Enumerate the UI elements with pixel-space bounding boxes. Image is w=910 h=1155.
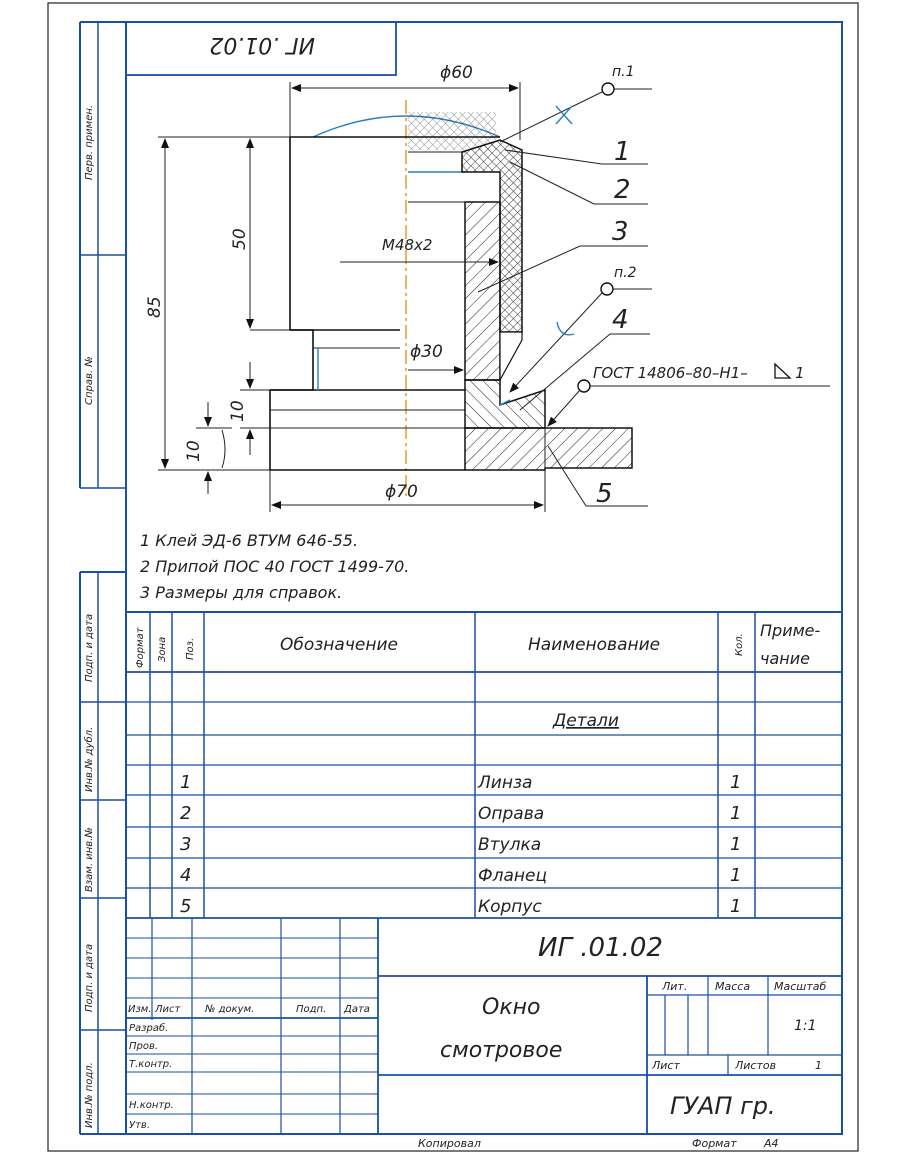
side-label-inv-dubl: Инв.№ дубл. — [83, 727, 95, 792]
spec-row-qty: 1 — [730, 896, 741, 917]
tb-masshtab: Масштаб — [774, 980, 826, 993]
hdr-oboznachenie: Обозначение — [280, 635, 398, 655]
spec-row-poz: 4 — [180, 865, 191, 886]
tb-lit: Лит. — [661, 980, 687, 993]
spec-row-name: Линза — [477, 773, 532, 793]
tb-izm: Изм. — [128, 1004, 152, 1015]
tb-list-col: Лист — [154, 1004, 182, 1015]
callout-1: 1 — [614, 137, 631, 167]
notes: 1 Клей ЭД-6 ВТУМ 646-55. 2 Припой ПОС 40… — [140, 531, 409, 602]
rotated-code-text: ИГ .01.02 — [209, 32, 315, 57]
tb-tkontr: Т.контр. — [129, 1059, 172, 1070]
hdr-kol: Кол. — [734, 633, 745, 656]
weld-triangle-icon — [774, 362, 792, 379]
body-outline-left — [269, 137, 465, 471]
tb-scale: 1:1 — [794, 1018, 817, 1034]
spec-row-qty: 1 — [730, 803, 741, 824]
spec-row-poz: 2 — [180, 803, 191, 824]
side-strip: Перв. примен. Справ. № Подп. и дата Инв.… — [79, 21, 126, 1135]
weld-gost-text: ГОСТ 14806–80–Н1– — [593, 364, 748, 382]
note-2: 2 Припой ПОС 40 ГОСТ 1499-70. — [140, 557, 409, 576]
title-block: Изм. Лист № докум. Подп. Дата Разраб. Пр… — [126, 918, 842, 1134]
spec-row-name: Оправа — [478, 804, 544, 824]
spec-rows: 1 Линза 1 2 Оправа 1 3 Втулка 1 4 Фланец 1 5 Корпус 1 — [180, 772, 741, 917]
spec-row-qty: 1 — [730, 865, 741, 886]
dim-thread: М48х2 — [382, 236, 432, 254]
callout-p1-circle — [601, 82, 615, 96]
side-label-sprav: Справ. № — [84, 356, 95, 405]
side-label-inv-podl: Инв.№ подл. — [84, 1062, 95, 1128]
glue-sign — [555, 105, 573, 125]
hdr-poz: Поз. — [185, 638, 196, 660]
callout-3: 3 — [612, 217, 629, 247]
dim-d70: ϕ70 — [385, 482, 418, 502]
footer-format-value: А4 — [763, 1137, 779, 1150]
side-label-vzam-inv: Взам. инв.№ — [84, 827, 95, 892]
spec-row-poz: 5 — [180, 896, 191, 917]
sheet-outer-border — [47, 2, 859, 1152]
tb-utv: Утв. — [129, 1120, 150, 1131]
dim-h85: 85 — [145, 296, 165, 318]
hdr-zona: Зона — [157, 637, 168, 662]
section-drawing: ϕ60 ϕ70 ϕ30 М48х2 85 50 10 10 — [145, 63, 830, 512]
footer-format-label: Формат — [692, 1137, 737, 1150]
tb-listov-val: 1 — [815, 1059, 822, 1072]
dim-h10-lower: 10 — [184, 440, 204, 462]
dim-d60: ϕ60 — [440, 63, 473, 83]
callout-2: 2 — [614, 175, 631, 205]
note-1: 1 Клей ЭД-6 ВТУМ 646-55. — [140, 531, 358, 550]
hdr-prim-2: чание — [760, 649, 810, 668]
hdr-prim-1: Приме- — [760, 621, 821, 640]
part-5-section — [464, 427, 633, 471]
spec-row-poz: 1 — [180, 772, 191, 793]
dim-d30: ϕ30 — [410, 342, 443, 362]
hdr-format: Формат — [135, 626, 146, 668]
callout-p2-circle — [600, 282, 614, 296]
weld-leg: 1 — [795, 364, 805, 382]
tb-list: Лист — [651, 1059, 680, 1072]
spec-row-name: Втулка — [478, 835, 541, 855]
side-label-podp-data-2: Подп. и дата — [84, 944, 95, 1012]
note-3: 3 Размеры для справок. — [140, 583, 342, 602]
tb-razrab: Разраб. — [129, 1022, 168, 1034]
tb-n-dokum: № докум. — [204, 1004, 254, 1015]
footer-kopiroval: Копировал — [418, 1137, 481, 1150]
tb-nkontr: Н.контр. — [129, 1100, 174, 1111]
callout-4: 4 — [612, 305, 629, 335]
hdr-naimenovanie: Наименование — [528, 635, 660, 655]
spec-row-name: Фланец — [478, 866, 547, 886]
tb-massa: Масса — [715, 980, 750, 993]
spec-row-qty: 1 — [730, 772, 741, 793]
callout-p1: п.1 — [612, 64, 635, 80]
side-label-perv-primen: Перв. примен. — [84, 105, 95, 180]
spec-row-qty: 1 — [730, 834, 741, 855]
rotated-code-box: ИГ .01.02 — [125, 21, 397, 76]
tb-podp: Подп. — [296, 1004, 326, 1015]
spec-row-name: Корпус — [478, 897, 542, 917]
tb-prov: Пров. — [129, 1041, 158, 1052]
tb-org: ГУАП гр. — [670, 1092, 776, 1120]
spec-section-title: Детали — [552, 711, 619, 731]
dim-h50: 50 — [230, 228, 250, 250]
tb-listov: Листов — [734, 1059, 776, 1072]
tb-code: ИГ .01.02 — [538, 933, 663, 963]
spec-row-poz: 3 — [180, 834, 191, 855]
spec-table: Формат Зона Поз. Обозначение Наименовани… — [126, 611, 842, 919]
callout-p2: п.2 — [614, 265, 637, 281]
dim-h10-upper: 10 — [228, 400, 248, 422]
drawing-frame — [125, 21, 843, 1135]
side-label-podp-data-1: Подп. и дата — [84, 614, 95, 682]
solder-sign — [556, 321, 575, 336]
callout-5: 5 — [596, 479, 613, 509]
glue-area — [408, 112, 496, 150]
part-3-section — [464, 201, 501, 381]
tb-name-1: Окно — [482, 995, 540, 1020]
tb-name-2: смотровое — [440, 1038, 562, 1063]
tb-data: Дата — [343, 1004, 370, 1015]
part-4-section — [464, 379, 546, 429]
